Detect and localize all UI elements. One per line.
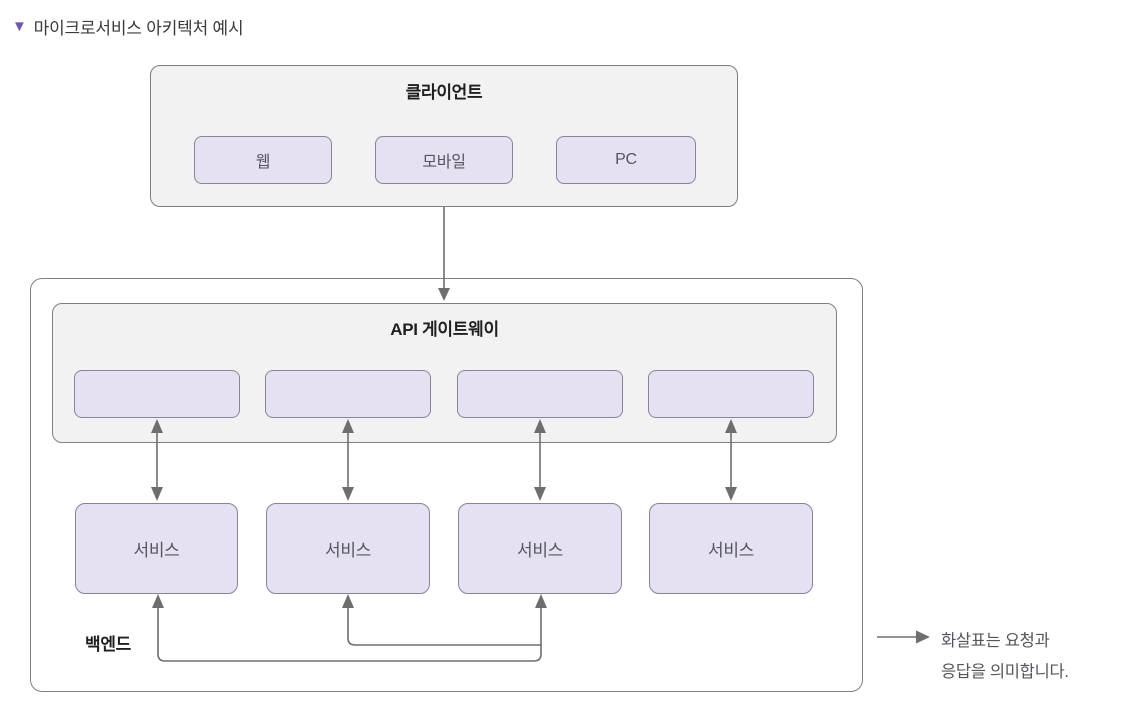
legend-arrow-icon — [877, 630, 930, 644]
gateway-slot-3 — [457, 370, 623, 418]
api-gateway-title: API 게이트웨이 — [390, 320, 499, 339]
section-triangle-icon: ▼ — [12, 18, 27, 35]
service-node-1: 서비스 — [75, 503, 238, 594]
gateway-slot-4 — [648, 370, 814, 418]
client-node-web: 웹 — [194, 136, 332, 184]
page-title-text: 마이크로서비스 아키텍처 예시 — [33, 19, 244, 38]
client-node-pc: PC — [556, 136, 696, 184]
legend-line-1: 화살표는 요청과 — [941, 632, 1050, 650]
service-node-2: 서비스 — [266, 503, 430, 594]
backend-label: 백엔드 — [85, 635, 132, 654]
service-node-3: 서비스 — [458, 503, 622, 594]
page-title: ▼ 마이크로서비스 아키텍처 예시 — [12, 14, 244, 39]
legend-line-2: 응답을 의미합니다. — [941, 663, 1069, 681]
service-node-4: 서비스 — [649, 503, 813, 594]
client-panel-title: 클라이언트 — [405, 83, 483, 102]
client-node-mobile: 모바일 — [375, 136, 513, 184]
gateway-slot-2 — [265, 370, 431, 418]
gateway-slot-1 — [74, 370, 240, 418]
